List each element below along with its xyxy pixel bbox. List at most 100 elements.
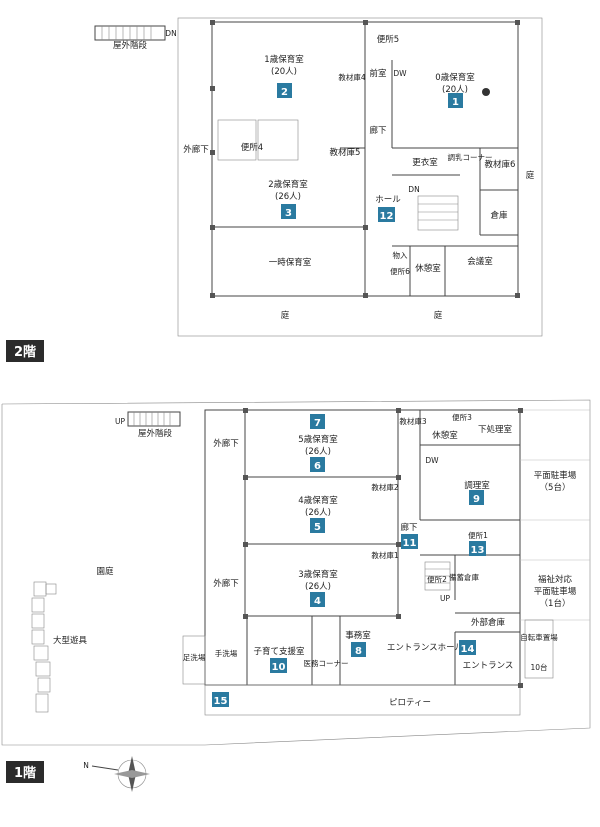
label-milk-corner: 調乳コーナー bbox=[448, 152, 493, 162]
label-hall-2f: ホール bbox=[375, 195, 401, 205]
label-age1-room: 1歳保育室 bbox=[264, 54, 304, 65]
label-material6: 教材庫6 bbox=[485, 159, 516, 170]
label-welfare-parking2: 平面駐車場 bbox=[534, 586, 577, 597]
svg-text:7: 7 bbox=[314, 418, 321, 429]
label-parking-flat-cap: （5台） bbox=[540, 482, 571, 493]
label-toilet6: 便所6 bbox=[390, 266, 410, 276]
label-material2: 教材庫2 bbox=[371, 482, 398, 492]
label-outer-corridor-2f: 外廊下 bbox=[183, 144, 209, 155]
badge-1f-11: 15 bbox=[212, 692, 229, 707]
label-age2-cap: (26人) bbox=[275, 192, 301, 202]
label-toilet1: 便所1 bbox=[468, 530, 488, 540]
label-toilet5: 便所5 bbox=[377, 34, 399, 45]
label-age0-cap: (20人) bbox=[442, 85, 468, 95]
label-corridor-1f: 廊下 bbox=[400, 522, 418, 533]
label-temp-care: 一時保育室 bbox=[269, 257, 312, 268]
svg-text:4: 4 bbox=[314, 596, 321, 607]
badge-2f-2: 1 bbox=[448, 93, 463, 108]
svg-text:3: 3 bbox=[285, 208, 292, 219]
compass-icon: N bbox=[83, 756, 150, 792]
label-yard-right-2f: 庭 bbox=[526, 170, 535, 181]
badge-1f-2: 6 bbox=[310, 457, 325, 472]
svg-text:2: 2 bbox=[281, 87, 288, 98]
label-yard-right2-2f: 庭 bbox=[434, 310, 443, 321]
svg-text:9: 9 bbox=[473, 494, 480, 505]
label-toilet3: 便所3 bbox=[452, 412, 472, 422]
svg-text:13: 13 bbox=[471, 545, 485, 556]
label-locker: 更衣室 bbox=[412, 157, 438, 168]
svg-text:10: 10 bbox=[272, 662, 286, 673]
label-kitchen: 調理室 bbox=[464, 480, 490, 491]
label-welfare-parking: 福祉対応 bbox=[538, 574, 573, 585]
label-meeting-room: 会議室 bbox=[467, 256, 493, 267]
svg-text:1: 1 bbox=[452, 97, 459, 108]
svg-text:15: 15 bbox=[214, 696, 228, 707]
svg-text:6: 6 bbox=[314, 461, 321, 472]
svg-text:11: 11 bbox=[403, 538, 417, 549]
badge-1f-3: 9 bbox=[469, 490, 484, 505]
label-age5-cap: (26人) bbox=[305, 447, 331, 457]
label-material3: 教材庫3 bbox=[399, 416, 426, 426]
badge-1f-5: 11 bbox=[401, 534, 418, 549]
floor-1-plan: UP 屋外階段 教材庫3 便所3 休憩室 下処理室 5歳保育室 (26人) 外廊… bbox=[1, 399, 591, 792]
label-office: 事務室 bbox=[345, 630, 371, 641]
label-corridor-2f: 廊下 bbox=[369, 125, 387, 136]
svg-text:8: 8 bbox=[355, 646, 362, 657]
svg-text:14: 14 bbox=[461, 644, 475, 655]
badge-1f-6: 13 bbox=[469, 541, 486, 556]
label-yard-left-2f: 庭 bbox=[281, 310, 290, 321]
label-bicycle-cap: 10台 bbox=[530, 662, 547, 672]
label-outer-corridor-1f-a: 外廊下 bbox=[213, 438, 239, 449]
badge-1f-1: 7 bbox=[310, 414, 325, 429]
label-age4-room: 4歳保育室 bbox=[298, 495, 338, 506]
compass-north-label: N bbox=[83, 761, 89, 770]
label-front-room: 前室 bbox=[369, 68, 387, 79]
badge-1f-7: 4 bbox=[310, 592, 325, 607]
floor-2-plan: 屋外階段 DN 便所5 教材庫4 前室 DW 1歳保育室 (20人) 0歳保育室… bbox=[6, 17, 543, 362]
label-age0-room: 0歳保育室 bbox=[435, 72, 475, 83]
label-disposal: 下処理室 bbox=[478, 424, 513, 435]
label-welfare-parking-cap: （1台） bbox=[540, 598, 571, 609]
label-dn-2f-mid: DN bbox=[408, 185, 419, 194]
badge-1f-9: 14 bbox=[459, 640, 476, 655]
label-dw-2f: DW bbox=[393, 69, 407, 78]
label-material5: 教材庫5 bbox=[330, 147, 361, 158]
label-toilet2: 便所2 bbox=[427, 574, 447, 584]
svg-text:5: 5 bbox=[314, 522, 321, 533]
label-outdoor-stairs-1f: 屋外階段 bbox=[138, 428, 173, 439]
label-age5-room: 5歳保育室 bbox=[298, 434, 338, 445]
label-bicycle: 自転車置場 bbox=[520, 632, 558, 642]
label-hand-wash: 手洗場 bbox=[215, 648, 238, 658]
badge-1f-8: 8 bbox=[351, 642, 366, 657]
badge-1f-10: 10 bbox=[270, 658, 287, 673]
label-outdoor-stairs-2f: 屋外階段 bbox=[113, 40, 148, 51]
label-childcare-support: 子育て支援室 bbox=[253, 646, 305, 657]
badge-1f-4: 5 bbox=[310, 518, 325, 533]
label-age3-room: 3歳保育室 bbox=[298, 569, 338, 580]
label-up2-1f: UP bbox=[440, 594, 450, 603]
label-disaster-storage: 備蓄倉庫 bbox=[449, 572, 479, 582]
label-entrance-hall: エントランスホール bbox=[387, 643, 464, 653]
label-foot-wash: 足洗場 bbox=[183, 652, 206, 662]
floor-1-title: 1階 bbox=[14, 765, 36, 781]
big-playset-shape bbox=[31, 581, 57, 713]
outdoor-stairs-2f bbox=[94, 25, 166, 41]
label-medical-corner: 医務コーナー bbox=[304, 658, 349, 668]
badge-2f-3: 3 bbox=[281, 204, 296, 219]
label-piloti: ピロティー bbox=[389, 698, 431, 708]
label-storage-small-2f: 物入 bbox=[393, 250, 408, 260]
label-dw-1f: DW bbox=[425, 456, 439, 465]
svg-text:12: 12 bbox=[380, 211, 394, 222]
label-up-1f: UP bbox=[115, 417, 125, 426]
label-garden: 園庭 bbox=[96, 566, 114, 577]
label-age4-cap: (26人) bbox=[305, 508, 331, 518]
label-material4: 教材庫4 bbox=[338, 72, 365, 82]
label-storage-2f: 倉庫 bbox=[490, 210, 508, 221]
label-rest-room-1f: 休憩室 bbox=[432, 430, 458, 441]
label-parking-flat: 平面駐車場 bbox=[534, 470, 577, 481]
label-entrance: エントランス bbox=[463, 661, 514, 671]
label-material1: 教材庫1 bbox=[371, 550, 398, 560]
label-toilet4: 便所4 bbox=[241, 142, 263, 153]
label-dn-2f-top: DN bbox=[165, 29, 176, 38]
